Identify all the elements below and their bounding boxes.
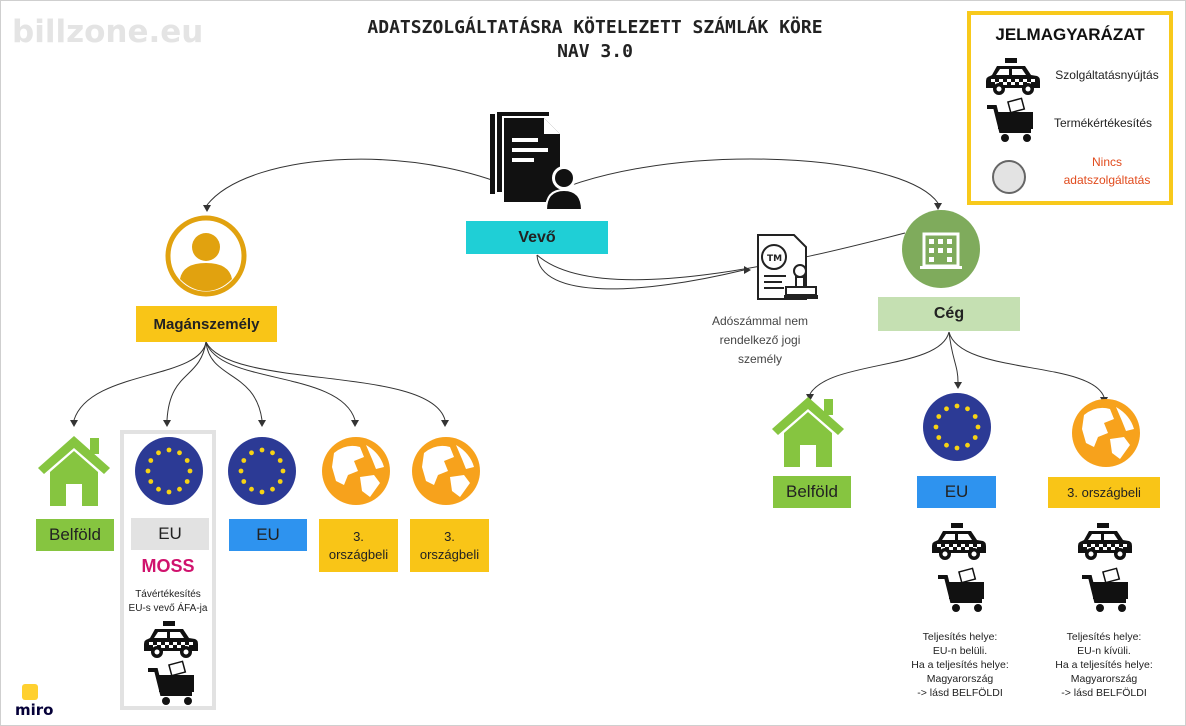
company-third-note-line: -> lásd BELFÖLDI [1061, 687, 1147, 699]
private-third-country-1-line-2: országbeli [328, 546, 389, 562]
legend-service-label: Szolgáltatásnyújtás [1055, 68, 1159, 82]
legend-none-line-1: Nincs [1091, 155, 1122, 169]
legal-entity-line-3: személy [737, 352, 782, 366]
legal-entity-line-1: Adószámmal nem [711, 314, 809, 328]
private-third-country-2-line-2: országbeli [419, 546, 480, 562]
company-eu-note: Teljesítés helye: EU-n belüli. Ha a telj… [905, 630, 1015, 700]
private-eu-label: EU [229, 519, 307, 551]
cart-icon [146, 660, 196, 706]
legend-none-line-2: adatszolgáltatás [1063, 173, 1151, 187]
company-eu-note-line: Teljesítés helye: [922, 631, 998, 643]
company-third-note-line: Magyarország [1070, 673, 1138, 685]
moss-description: Távértékesítés EU-s vevő ÁFA-ja [120, 588, 216, 616]
taxi-icon [932, 523, 986, 560]
company-third-note-line: EU-n kívüli. [1077, 645, 1131, 657]
eu-flag-icon [923, 393, 991, 461]
moss-group-box [120, 430, 216, 710]
svg-text:TM: TM [767, 254, 782, 264]
grey-circle-icon [992, 160, 1026, 194]
house-icon [772, 397, 844, 467]
company-eu-note-line: Magyarország [926, 673, 994, 685]
company-building-icon [902, 210, 980, 288]
company-third-country-label: 3. országbeli [1048, 477, 1160, 508]
legend-title: JELMAGYARÁZAT [995, 25, 1145, 44]
cart-icon [936, 567, 986, 613]
taxi-icon [986, 58, 1040, 95]
legend-none-label: Nincs adatszolgáltatás [1047, 153, 1167, 189]
miro-logo-text: miro [15, 701, 54, 719]
private-eu-moss-label: EU [131, 518, 209, 550]
company-eu-note-line: Ha a teljesítés helye: [911, 659, 1009, 671]
customer-node: Vevő [466, 221, 608, 254]
moss-description-line-2: EU-s vevő ÁFA-ja [128, 603, 208, 614]
company-eu-label: EU [917, 476, 996, 508]
legend-product-label: Termékértékesítés [1053, 116, 1153, 130]
private-person-node: Magánszemély [136, 306, 277, 342]
taxi-icon [144, 621, 198, 658]
title-line-1: ADATSZOLGÁLTATÁSRA KÖTELEZETT SZÁMLÁK KÖ… [367, 17, 823, 38]
moss-description-line-1: Távértékesítés [135, 589, 201, 600]
legal-entity-label: Adószámmal nem rendelkező jogi személy [695, 312, 825, 369]
globe-icon [412, 437, 480, 505]
billzone-logo: billzone.eu [12, 14, 204, 50]
miro-logo-icon [22, 684, 38, 700]
company-third-note: Teljesítés helye: EU-n kívüli. Ha a telj… [1048, 630, 1160, 700]
taxi-icon [1078, 523, 1132, 560]
company-eu-note-line: -> lásd BELFÖLDI [917, 687, 1003, 699]
private-third-country-label-1: 3. országbeli [319, 519, 398, 572]
company-eu-note-line: EU-n belüli. [932, 645, 988, 657]
trademark-document-icon: TM [757, 234, 818, 300]
customer-documents-icon [490, 110, 584, 211]
eu-flag-icon [135, 437, 203, 505]
moss-label: MOSS [141, 556, 195, 576]
private-third-country-label-2: 3. országbeli [410, 519, 489, 572]
company-third-note-line: Ha a teljesítés helye: [1055, 659, 1153, 671]
diagram-title: ADATSZOLGÁLTATÁSRA KÖTELEZETT SZÁMLÁK KÖ… [300, 16, 890, 64]
cart-icon [985, 97, 1035, 143]
person-icon [165, 215, 247, 297]
title-line-2: NAV 3.0 [557, 41, 633, 62]
legal-entity-line-2: rendelkező jogi [719, 333, 801, 347]
company-domestic-label: Belföld [773, 476, 851, 508]
eu-flag-icon [228, 437, 296, 505]
cart-icon [1080, 567, 1130, 613]
legend-box: JELMAGYARÁZAT Szolgáltatásnyújtás Termék… [967, 11, 1173, 205]
globe-icon [322, 437, 390, 505]
private-third-country-1-line-1: 3. [353, 528, 364, 544]
globe-icon [1072, 399, 1140, 467]
private-domestic-label: Belföld [36, 519, 114, 551]
company-third-note-line: Teljesítés helye: [1066, 631, 1142, 643]
private-third-country-2-line-1: 3. [444, 528, 455, 544]
house-icon [38, 436, 110, 506]
company-node: Cég [878, 297, 1020, 331]
